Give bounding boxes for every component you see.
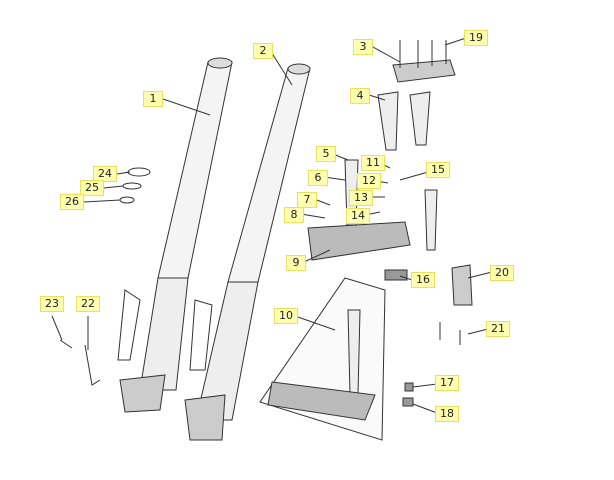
left-fork-tube	[117, 57, 233, 413]
callout-3: 3	[353, 39, 373, 55]
callout-15: 15	[426, 162, 450, 178]
callout-18: 18	[435, 406, 459, 422]
callout-26: 26	[60, 194, 84, 210]
steering-stem-panel	[259, 277, 386, 441]
callout-25: 25	[80, 180, 104, 196]
right-fork-tube	[184, 63, 311, 441]
callout-14: 14	[346, 208, 370, 224]
callout-17: 17	[435, 375, 459, 391]
callout-19: 19	[464, 30, 488, 46]
callout-13: 13	[349, 190, 373, 206]
callout-2: 2	[253, 43, 273, 59]
leader-lines	[51, 37, 493, 414]
callout-24: 24	[93, 166, 117, 182]
lower-triple-clamp	[307, 159, 438, 281]
callout-8: 8	[284, 207, 304, 223]
caliper-bracket	[402, 264, 473, 407]
callout-10: 10	[274, 308, 298, 324]
callout-16: 16	[411, 272, 435, 288]
callout-22: 22	[76, 296, 100, 312]
callout-4: 4	[350, 88, 370, 104]
callout-7: 7	[297, 192, 317, 208]
callout-23: 23	[40, 296, 64, 312]
callout-12: 12	[357, 173, 381, 189]
callout-20: 20	[490, 265, 514, 281]
callout-5: 5	[316, 146, 336, 162]
callout-9: 9	[286, 255, 306, 271]
callout-1: 1	[143, 91, 163, 107]
callout-6: 6	[308, 170, 328, 186]
callout-11: 11	[361, 155, 385, 171]
callout-21: 21	[486, 321, 510, 337]
top-clamp	[377, 40, 456, 151]
